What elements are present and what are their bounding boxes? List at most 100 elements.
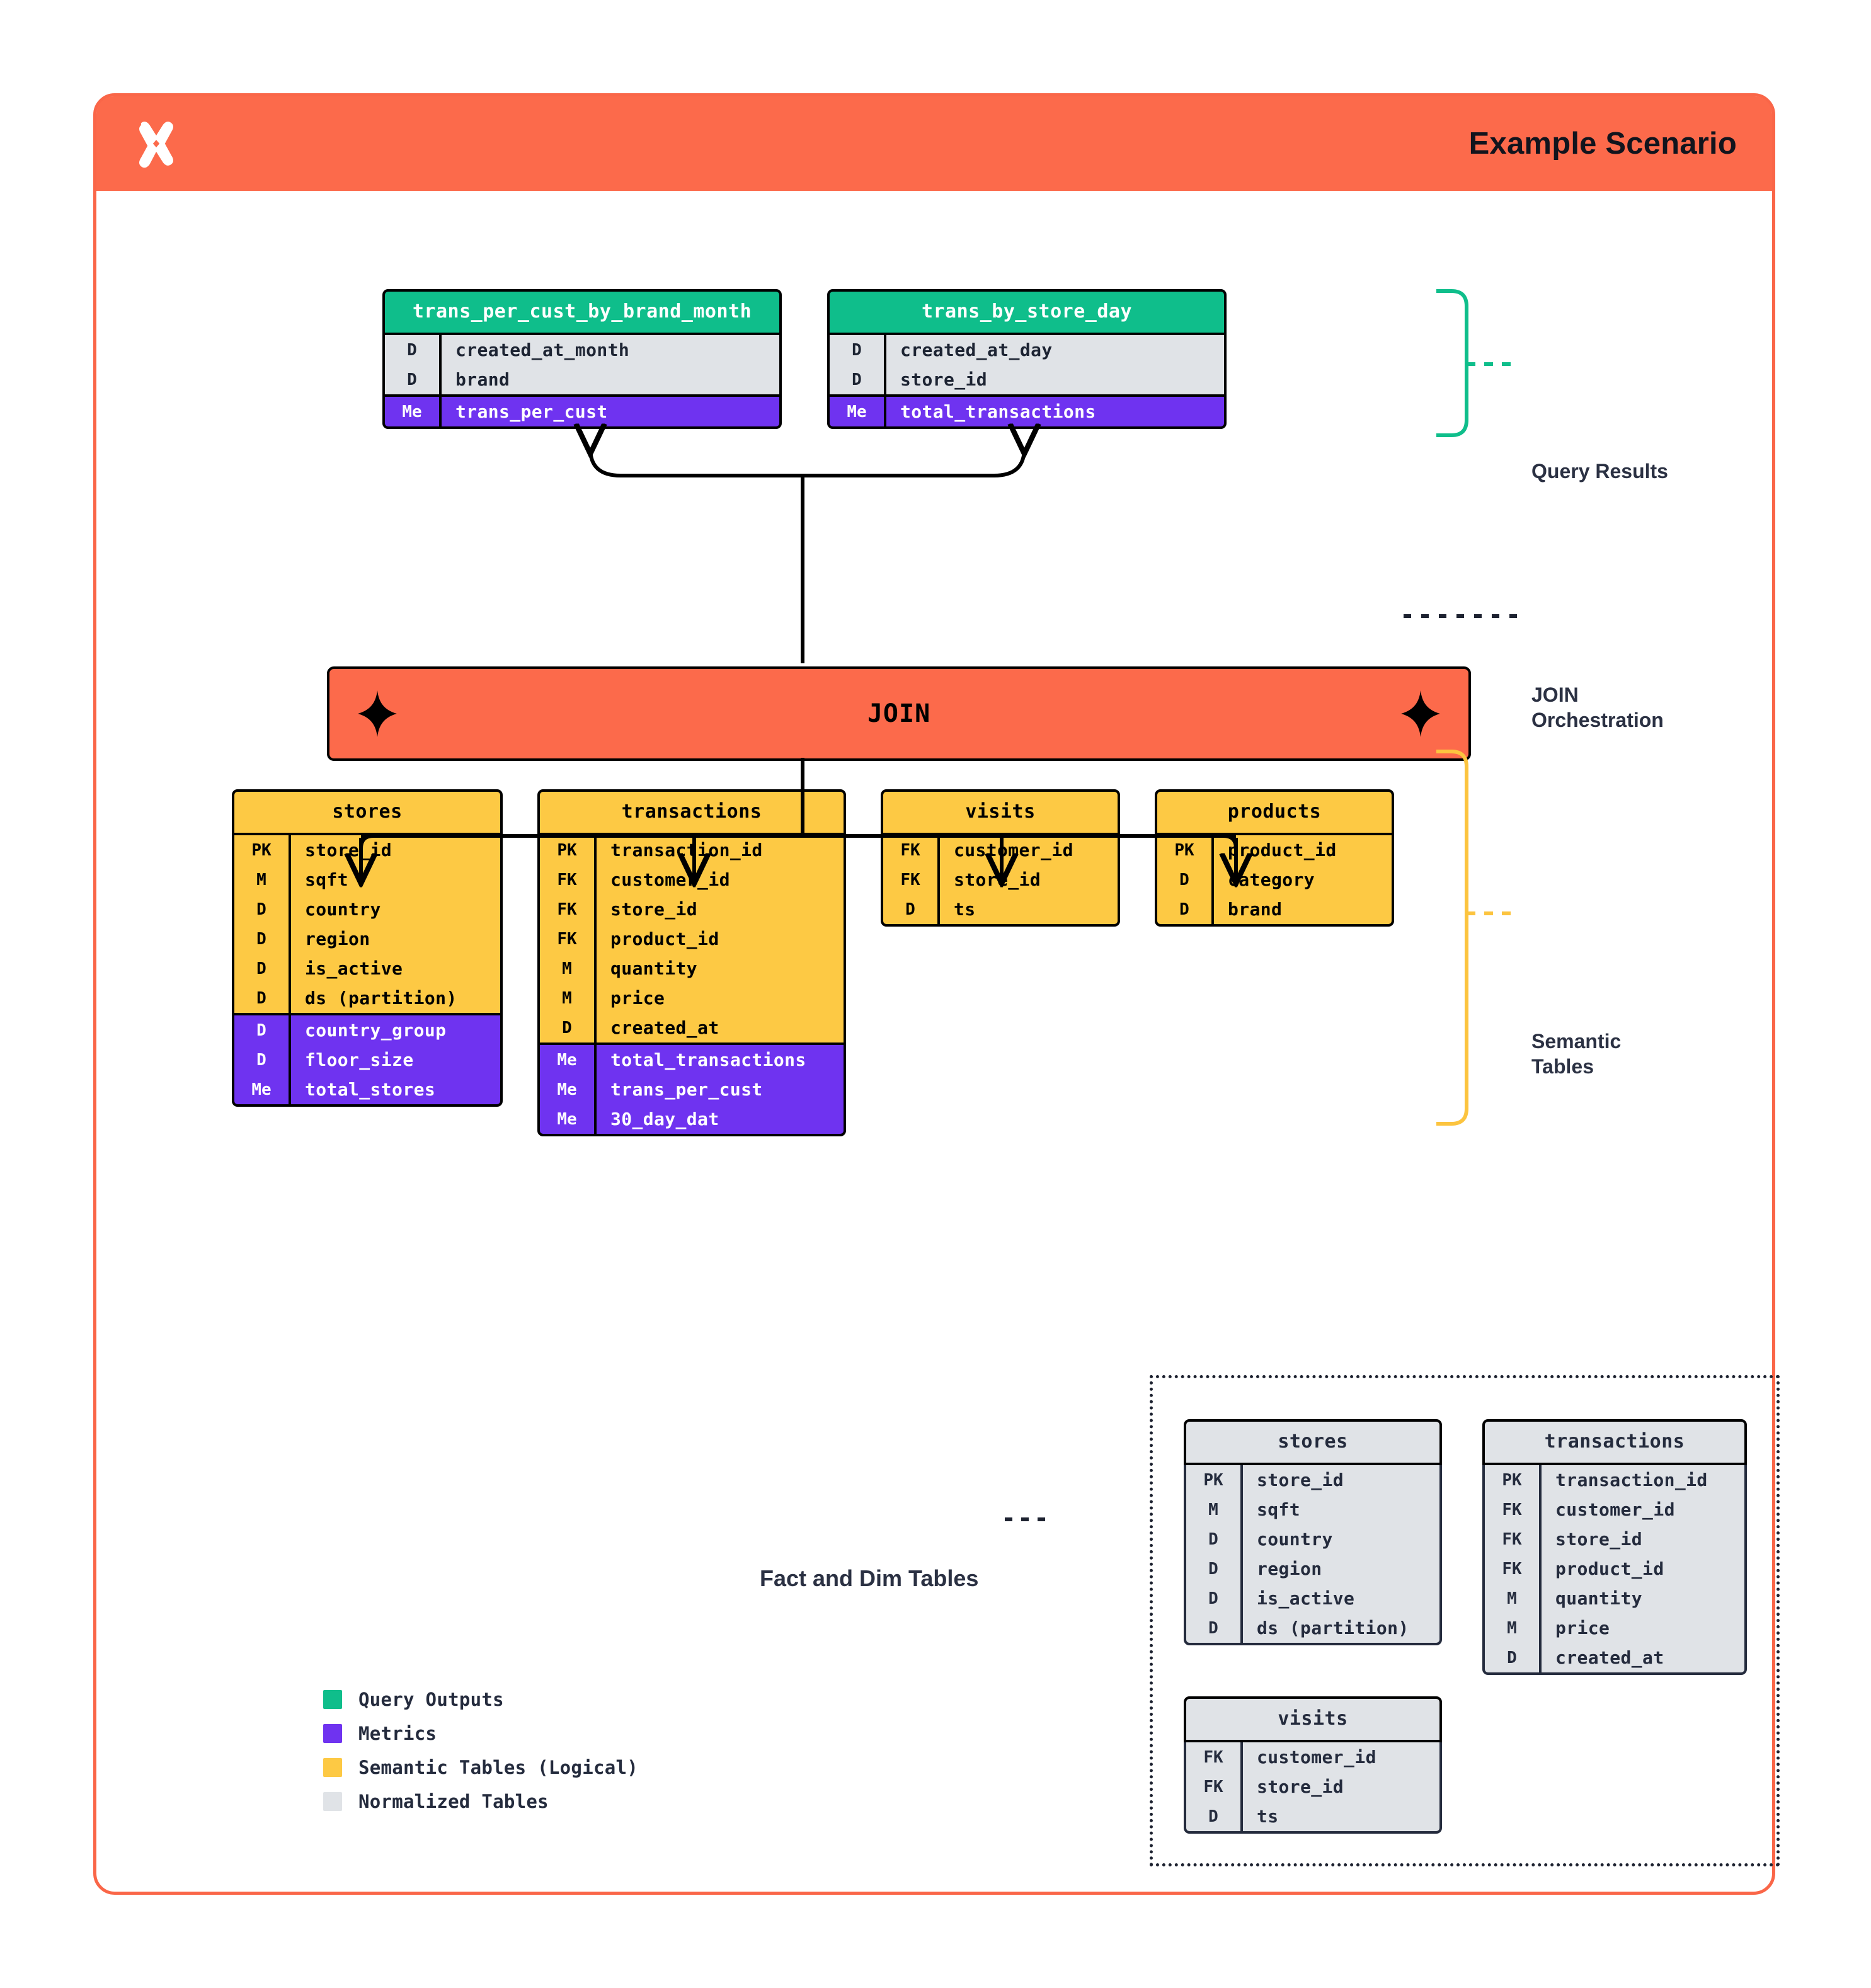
table-row: D created_at_day <box>830 335 1224 365</box>
row-column: store_id <box>594 894 844 924</box>
row-column: total_transactions <box>884 397 1224 426</box>
row-column: ts <box>937 894 1118 924</box>
row-key: Me <box>557 1109 577 1129</box>
query-result-table-trans-by-store-day[interactable]: trans_by_store_day D created_at_day D st… <box>827 289 1227 429</box>
metric-section: Me trans_per_cust <box>382 397 782 429</box>
row-key: PK <box>251 840 272 860</box>
row-key: D <box>256 1020 266 1040</box>
row-column: price <box>1539 1613 1744 1643</box>
annotation-semantic-line1: Semantic <box>1531 1030 1622 1053</box>
row-key: FK <box>1203 1747 1223 1767</box>
table-title: transactions <box>537 789 846 835</box>
row-key: D <box>852 370 862 389</box>
row-key: M <box>1208 1500 1218 1519</box>
table-row: Me total_transactions <box>830 397 1224 426</box>
row-key: M <box>1507 1589 1517 1608</box>
join-label: JOIN <box>867 699 931 728</box>
row-column: region <box>289 924 500 954</box>
row-key: M <box>562 988 572 1008</box>
row-key: Me <box>251 1080 272 1099</box>
row-key: FK <box>1502 1529 1522 1549</box>
row-column: store_id <box>1240 1465 1439 1495</box>
row-column: brand <box>1211 894 1392 924</box>
join-orchestration-bar[interactable]: JOIN <box>327 666 1471 761</box>
row-column: country <box>289 894 500 924</box>
row-column: country <box>1240 1524 1439 1554</box>
row-key: FK <box>900 870 920 889</box>
row-column: total_transactions <box>594 1045 844 1075</box>
row-key: M <box>256 870 266 889</box>
table-title: visits <box>881 789 1120 835</box>
row-column: store_id <box>1240 1772 1439 1802</box>
query-result-table-trans-per-cust[interactable]: trans_per_cust_by_brand_month D created_… <box>382 289 782 429</box>
table-row: PK product_id <box>1157 835 1392 865</box>
table-row: Me trans_per_cust <box>385 397 779 426</box>
row-key: D <box>852 340 862 360</box>
table-title: trans_per_cust_by_brand_month <box>382 289 782 335</box>
row-key: D <box>256 900 266 919</box>
row-key: FK <box>557 870 577 889</box>
table-row: FK store_id <box>883 865 1118 894</box>
row-key: M <box>562 959 572 978</box>
table-title: stores <box>1184 1419 1442 1465</box>
row-column: sqft <box>1240 1495 1439 1524</box>
row-key: D <box>1208 1529 1218 1549</box>
row-column: store_id <box>1539 1524 1744 1554</box>
row-column: category <box>1211 865 1392 894</box>
row-key: Me <box>847 402 867 421</box>
row-column: product_id <box>1211 835 1392 865</box>
page-title: Example Scenario <box>1468 127 1737 161</box>
legend-item-normalized-tables: Normalized Tables <box>323 1791 638 1812</box>
row-key: D <box>1179 900 1189 919</box>
dimension-section: D created_at_day D store_id <box>827 335 1227 397</box>
table-row: D created_at_month <box>385 335 779 365</box>
fact-and-dim-group-box <box>1150 1375 1780 1866</box>
row-column: 30_day_dat <box>594 1104 844 1134</box>
legend-swatch-icon <box>323 1792 342 1811</box>
table-row: D store_id <box>830 365 1224 394</box>
table-row: Me 30_day_dat <box>540 1104 844 1134</box>
row-column: brand <box>439 365 779 394</box>
row-key: D <box>1208 1807 1218 1826</box>
row-key: PK <box>1174 840 1194 860</box>
row-key: D <box>1208 1589 1218 1608</box>
annotation-join-line2: Orchestration <box>1531 709 1664 731</box>
dimension-section: D created_at_month D brand <box>382 335 782 397</box>
row-column: country_group <box>289 1015 500 1045</box>
table-title: transactions <box>1482 1419 1747 1465</box>
row-column: created_at_month <box>439 335 779 365</box>
row-key: FK <box>557 900 577 919</box>
row-column: store_id <box>937 865 1118 894</box>
legend-swatch-icon <box>323 1758 342 1777</box>
row-column: product_id <box>594 924 844 954</box>
